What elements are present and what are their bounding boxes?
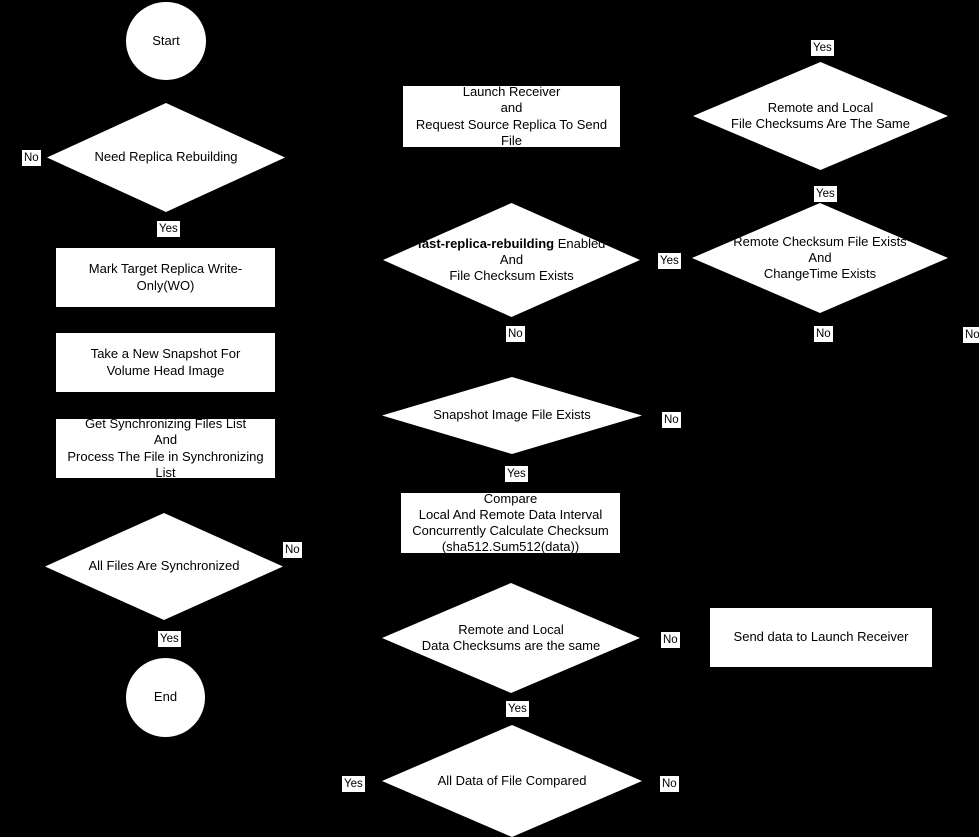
node-label: Snapshot Image File Exists [433, 407, 591, 423]
edge-label-yes: Yes [157, 221, 180, 238]
decision-snapshot-image-exists: Snapshot Image File Exists [382, 377, 642, 454]
decision-all-files-synchronized: All Files Are Synchronized [45, 513, 283, 620]
node-label: Mark Target Replica Write-Only(WO) [88, 261, 243, 293]
edge-label-no: No [506, 326, 525, 343]
process-compare-checksum: Compare Local And Remote Data Interval C… [401, 490, 620, 555]
edge-label-no: No [22, 150, 41, 167]
process-take-new-snapshot: Take a New Snapshot For Volume Head Imag… [56, 333, 275, 392]
node-label: Remote and Local File Checksums Are The … [731, 99, 910, 131]
node-label: Remote Checksum File Exists And ChangeTi… [733, 233, 907, 282]
node-label: Remote and Local Data Checksums are the … [421, 621, 601, 653]
edge-label-yes: Yes [811, 40, 834, 57]
node-label: End [153, 689, 178, 705]
node-label: Start [152, 32, 180, 48]
decision-data-checksums-same: Remote and Local Data Checksums are the … [382, 583, 640, 693]
edge-label-yes: Yes [506, 701, 529, 718]
decision-need-replica-rebuilding: Need Replica Rebuilding [47, 103, 285, 212]
edge-label-no: No [660, 776, 679, 793]
node-label: Get Synchronizing Files List And Process… [67, 416, 264, 480]
decision-remote-checksum-exists: Remote Checksum File Exists And ChangeTi… [692, 203, 948, 313]
node-label: Need Replica Rebuilding [94, 149, 238, 165]
edge-label-no: No [814, 326, 833, 343]
process-send-data: Send data to Launch Receiver [710, 608, 932, 667]
end-node: End [126, 658, 205, 737]
edge-label-no: No [963, 327, 979, 344]
node-label: Send data to Launch Receiver [733, 629, 909, 645]
node-label: Take a New Snapshot For Volume Head Imag… [90, 346, 241, 378]
node-label: All Files Are Synchronized [88, 558, 240, 574]
start-node: Start [126, 2, 206, 80]
node-label: Launch Receiver and Request Source Repli… [415, 84, 608, 148]
decision-all-data-compared: All Data of File Compared [382, 725, 642, 837]
edge-label-no: No [662, 412, 681, 429]
decision-file-checksums-same: Remote and Local File Checksums Are The … [693, 62, 948, 170]
edge-label-yes: Yes [505, 466, 528, 483]
edge-label-yes: Yes [158, 631, 181, 648]
process-mark-target-replica: Mark Target Replica Write-Only(WO) [56, 248, 275, 307]
edge-label-no: No [283, 542, 302, 559]
process-get-sync-files: Get Synchronizing Files List And Process… [56, 416, 275, 480]
edge-label-no: No [661, 632, 680, 649]
node-label: Compare Local And Remote Data Interval C… [412, 490, 609, 555]
process-launch-receiver: Launch Receiver and Request Source Repli… [403, 84, 620, 148]
node-label-rest: Enabled And File Checksum Exists [449, 235, 606, 284]
edge-label-yes: Yes [342, 776, 365, 793]
node-label-bold: fast-replica-rebuilding [417, 235, 555, 251]
node-label: fast-replica-rebuilding Enabled And File… [412, 236, 612, 285]
decision-fast-replica-rebuilding: fast-replica-rebuilding Enabled And File… [383, 203, 640, 317]
node-label: All Data of File Compared [437, 772, 587, 788]
edge-label-yes: Yes [658, 253, 681, 270]
edge-label-yes: Yes [814, 186, 837, 203]
